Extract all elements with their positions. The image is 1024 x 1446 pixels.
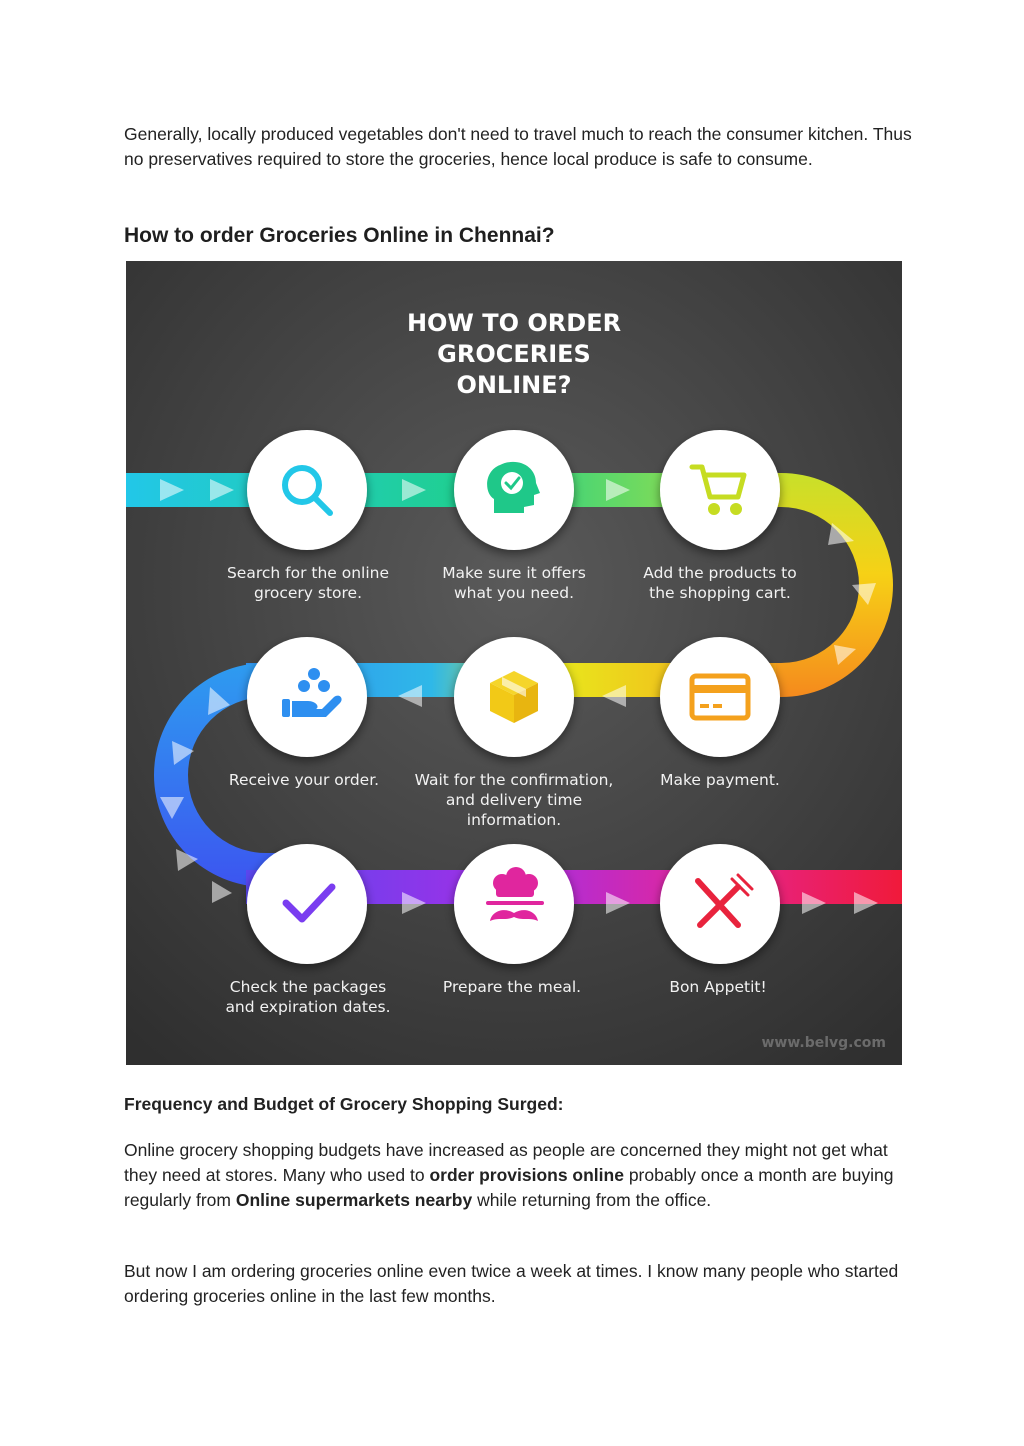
order-groceries-infographic: HOW TO ORDER GROCERIES ONLINE? Search fo…	[126, 261, 902, 1065]
intro-paragraph: Generally, locally produced vegetables d…	[124, 124, 912, 169]
online-supermarkets-nearby-text: Online supermarkets nearby	[235, 1190, 473, 1210]
order-provisions-online-text: order provisions online	[429, 1165, 624, 1185]
watermark: www.belvg.com	[761, 1035, 886, 1051]
cart-icon	[689, 464, 747, 515]
fork-knife-icon	[695, 873, 754, 928]
step-label-cart: Add the products to the shopping cart.	[643, 564, 797, 602]
credit-card-icon	[689, 673, 751, 721]
step-label-search: Search for the online grocery store.	[226, 564, 390, 602]
infographic-title-line-1: HOW TO ORDER	[406, 309, 622, 337]
checkmark-icon	[282, 883, 336, 923]
step-label-check: Check the packages and expiration dates.	[225, 978, 391, 1016]
subheading: Frequency and Budget of Grocery Shopping…	[124, 1094, 564, 1114]
infographic-title-line-2: GROCERIES	[437, 340, 591, 368]
budget-paragraph: Online grocery shopping budgets have inc…	[124, 1138, 914, 1213]
budget-paragraph-part-2: probably once a month are buying regular…	[124, 1165, 894, 1210]
box-icon	[490, 671, 538, 723]
step-label-payment: Make payment.	[660, 771, 780, 789]
budget-paragraph-part-3: while returning from the office.	[472, 1190, 712, 1210]
infographic-canvas	[126, 261, 902, 1065]
step-label-prepare: Prepare the meal.	[442, 978, 582, 996]
step-label-confirmation: Wait for the confirmation, and delivery …	[414, 771, 614, 829]
budget-paragraph-part-1: Online grocery shopping budgets have inc…	[124, 1140, 888, 1185]
search-icon	[282, 465, 333, 516]
head-check-icon	[487, 461, 540, 513]
chef-icon	[486, 867, 544, 921]
section-heading: How to order Groceries Online in Chennai…	[124, 224, 555, 247]
ordering-frequency-paragraph: But now I am ordering groceries online e…	[124, 1261, 899, 1306]
path-arrows	[160, 479, 878, 914]
infographic-title-line-3: ONLINE?	[456, 371, 572, 399]
path-right-curve	[716, 473, 893, 697]
step-label-verify: Make sure it offers what you need.	[442, 564, 586, 602]
path-left-curve	[154, 663, 306, 887]
step-label-bon-appetit: Bon Appetit!	[669, 978, 767, 996]
step-label-receive: Receive your order.	[228, 771, 380, 789]
hand-receive-icon	[282, 668, 342, 717]
